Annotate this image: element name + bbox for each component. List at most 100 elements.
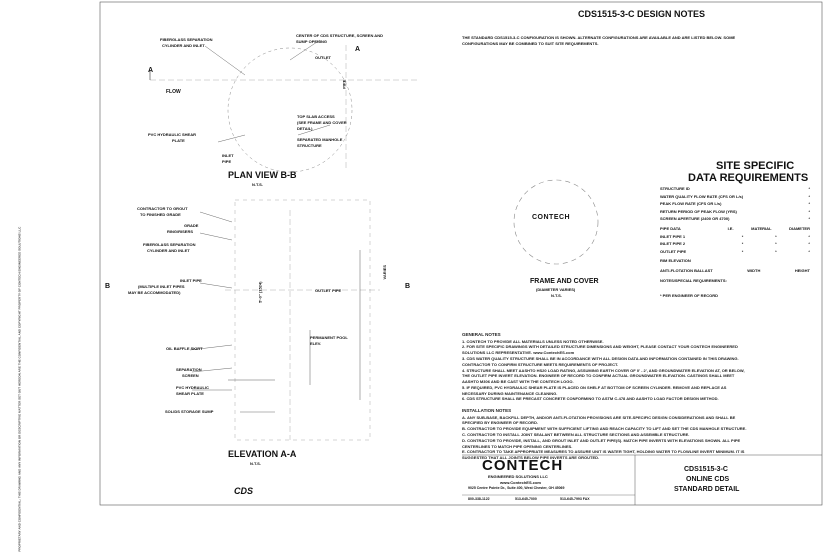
note-line: 5. IF REQUIRED, PVC HYDRAULIC SHEAR PLAT…	[462, 384, 727, 390]
pipe-row-ie: *	[741, 248, 744, 254]
plan-top-slab-1: TOP SLAB ACCESS	[297, 114, 335, 119]
frame-cover-title: FRAME AND COVER	[530, 278, 599, 285]
anti-width: WIDTH	[747, 267, 761, 273]
cds-logo: CDS	[234, 486, 254, 496]
drawing-linework	[99, 1, 823, 506]
pipe-header-material: MATERIAL	[751, 225, 772, 231]
pipe-row-ie: *	[741, 241, 744, 247]
plan-fiberglass-2: CYLINDER AND INLET	[162, 43, 205, 48]
plan-top-slab-2: (SEE FRAME AND COVER	[297, 120, 347, 125]
req-value: *	[808, 186, 810, 191]
plan-section-a-2: A	[355, 46, 361, 53]
req-value: *	[808, 208, 810, 214]
plan-top-slab-3: DETAIL)	[297, 126, 313, 131]
install-line: CENTERLINES TO MATCH PIPE OPENING CENTER…	[462, 443, 573, 449]
req-value: *	[808, 216, 810, 222]
elev-separation-2: SCREEN	[182, 373, 199, 378]
elev-fiberglass-1: FIBERGLASS SEPARATION	[143, 242, 196, 247]
note-line: THE OUTLET PIPE INVERT ELEVATION. ENGINE…	[462, 373, 735, 379]
plan-outlet: OUTLET	[315, 55, 331, 60]
notes-label: NOTES/SPECIAL REQUIREMENTS:	[660, 277, 727, 283]
install-line: C. CONTRACTOR TO INSTALL JOINT SEALANT B…	[462, 431, 690, 437]
elev-pvc-2: SHEAR PLATE	[176, 391, 204, 396]
note-line: NECESSARY DURING MAINTENANCE CLEANING.	[462, 390, 558, 396]
elev-inlet-1: INLET PIPE	[180, 278, 202, 283]
plan-center-1: CENTER OF CDS STRUCTURE, SCREEN AND	[296, 33, 383, 38]
plan-pvc-2: PLATE	[172, 138, 185, 143]
note-line: CONTRACTOR TO CONFIRM STRUCTURE MEETS RE…	[462, 361, 619, 367]
pipe-row-label: INLET PIPE 1	[660, 233, 686, 239]
contech-sub: ENGINEERED SOLUTIONS LLC	[488, 474, 548, 479]
elev-pool-2: ELEV.	[310, 341, 322, 346]
req-label: PEAK FLOW RATE (CFS OR L/s)	[660, 201, 722, 207]
drawing-title-2: ONLINE CDS	[686, 476, 730, 483]
pipe-row-diameter: *	[808, 248, 810, 254]
install-line: D. CONTRACTOR TO PROVIDE, INSTALL, AND G…	[462, 437, 741, 443]
plan-pipe: PIPE	[341, 79, 347, 89]
elev-inlet-2: (MULTIPLE INLET PIPES	[138, 284, 185, 289]
pipe-row-diameter: *	[808, 241, 810, 247]
elev-oil-baffle: OIL BAFFLE SKIRT	[166, 346, 203, 351]
frame-cover-subtitle: (DIAMETER VARIES)	[536, 287, 576, 292]
general-notes: GENERAL NOTES 1. CONTECH TO PROVIDE ALL …	[462, 332, 812, 402]
frame-cover-brand: CONTECH	[532, 214, 571, 221]
pipe-row-diameter: *	[808, 233, 810, 239]
anti-height: HEIGHT	[794, 267, 810, 273]
elev-inlet-3: MAY BE ACCOMMODATED)	[128, 290, 181, 295]
elev-fiberglass-2: CYLINDER AND INLET	[147, 248, 190, 253]
pipe-header-diameter: DIAMETER	[789, 225, 810, 231]
req-label: SCREEN APERTURE (2400 OR 4700)	[660, 216, 730, 222]
note-line: 6. CDS STRUCTURE SHALL BE PRECAST CONCRE…	[462, 396, 719, 402]
install-line: SUGGESTED THAT ALL JOINTS BELOW PIPE INV…	[462, 455, 600, 461]
drawing-title-1: CDS1515-3-C	[684, 466, 728, 473]
req-label: WATER QUALITY FLOW RATE (CFS OR L/s)	[660, 193, 744, 199]
general-notes-title: GENERAL NOTES	[462, 332, 501, 337]
note-line: SOLUTIONS LLC REPRESENTATIVE. www.Contec…	[462, 350, 575, 356]
plan-flow: FLOW	[166, 89, 181, 95]
note-line: 2. FOR SITE SPECIFIC DRAWINGS WITH DETAI…	[462, 344, 738, 350]
install-line: E. CONTRACTOR TO TAKE APPROPRIATE MEASUR…	[462, 449, 745, 455]
elev-solids: SOLIDS STORAGE SUMP	[165, 409, 214, 414]
elev-pool-1: PERMANENT POOL	[310, 335, 348, 340]
elev-section-b-left: B	[105, 283, 111, 290]
pipe-row-label: OUTLET PIPE	[660, 248, 687, 254]
elev-contractor-2: TO FINISHED GRADE	[140, 212, 181, 217]
elevation-scale: N.T.S.	[250, 461, 261, 466]
elev-varies: VARIES	[382, 264, 388, 280]
note-line: 4. STRUCTURE SHALL MEET AASHTO HS20 LOAD…	[462, 367, 745, 373]
elev-contractor-1: CONTRACTOR TO GROUT	[137, 206, 188, 211]
installation-notes: INSTALLATION NOTES A. ANY SUB-BASE, BACK…	[462, 408, 812, 461]
install-line: SPECIFIED BY ENGINEER OF RECORD.	[462, 420, 538, 426]
footnote: * PER ENGINEER OF RECORD	[660, 293, 719, 299]
drawing-title-3: STANDARD DETAIL	[674, 486, 740, 493]
phone-3: 513-645-7993 FAX	[560, 497, 590, 501]
req-value: *	[808, 193, 810, 199]
plan-view-title: PLAN VIEW B-B	[228, 170, 297, 180]
anti-label: ANTI-FLOTATION BALLAST	[660, 267, 713, 273]
pipe-row-label: INLET PIPE 2	[660, 241, 686, 247]
contech-address: 9025 Centre Pointe Dr., Suite 400, West …	[468, 486, 565, 490]
site-specific-title-2: DATA REQUIREMENTS	[688, 172, 809, 184]
phone-1: 800-338-1122	[468, 497, 490, 501]
sheet-title: CDS1515-3-C DESIGN NOTES	[578, 9, 706, 19]
req-label: RETURN PERIOD OF PEAK FLOW (YRS)	[660, 208, 737, 214]
frame-cover-scale: N.T.S.	[551, 293, 562, 298]
pipe-header-ie: I.E.	[727, 225, 734, 231]
pipe-row-material: *	[775, 233, 777, 239]
intro-line-2: CONFIGURATIONS MAY BE COMBINED TO SUIT S…	[462, 41, 599, 46]
site-data-table: STRUCTURE ID * WATER QUALITY FLOW RATE (C…	[660, 185, 810, 300]
pipe-row-ie: *	[741, 233, 744, 239]
elev-grade-2: RING/RISERS	[167, 229, 194, 234]
site-specific-title-1: SITE SPECIFIC	[716, 160, 795, 172]
plan-section-a: A	[148, 67, 154, 74]
pipe-row-material: *	[775, 248, 777, 254]
elevation-title: ELEVATION A-A	[228, 449, 297, 459]
phone-2: 513-645-7000	[515, 497, 537, 501]
install-notes-title: INSTALLATION NOTES	[462, 408, 512, 413]
note-line: 3. CDS WATER QUALITY STRUCTURE SHALL BE …	[462, 355, 739, 361]
plan-view-scale: N.T.S.	[252, 182, 263, 187]
note-line: AASHTO M306 AND BE CAST WITH THE CONTECH…	[462, 379, 574, 385]
plan-stepwall-2: STRUCTURE	[297, 143, 322, 148]
req-label: STRUCTURE ID	[660, 186, 690, 191]
rim-label: RIM ELEVATION	[660, 258, 691, 264]
